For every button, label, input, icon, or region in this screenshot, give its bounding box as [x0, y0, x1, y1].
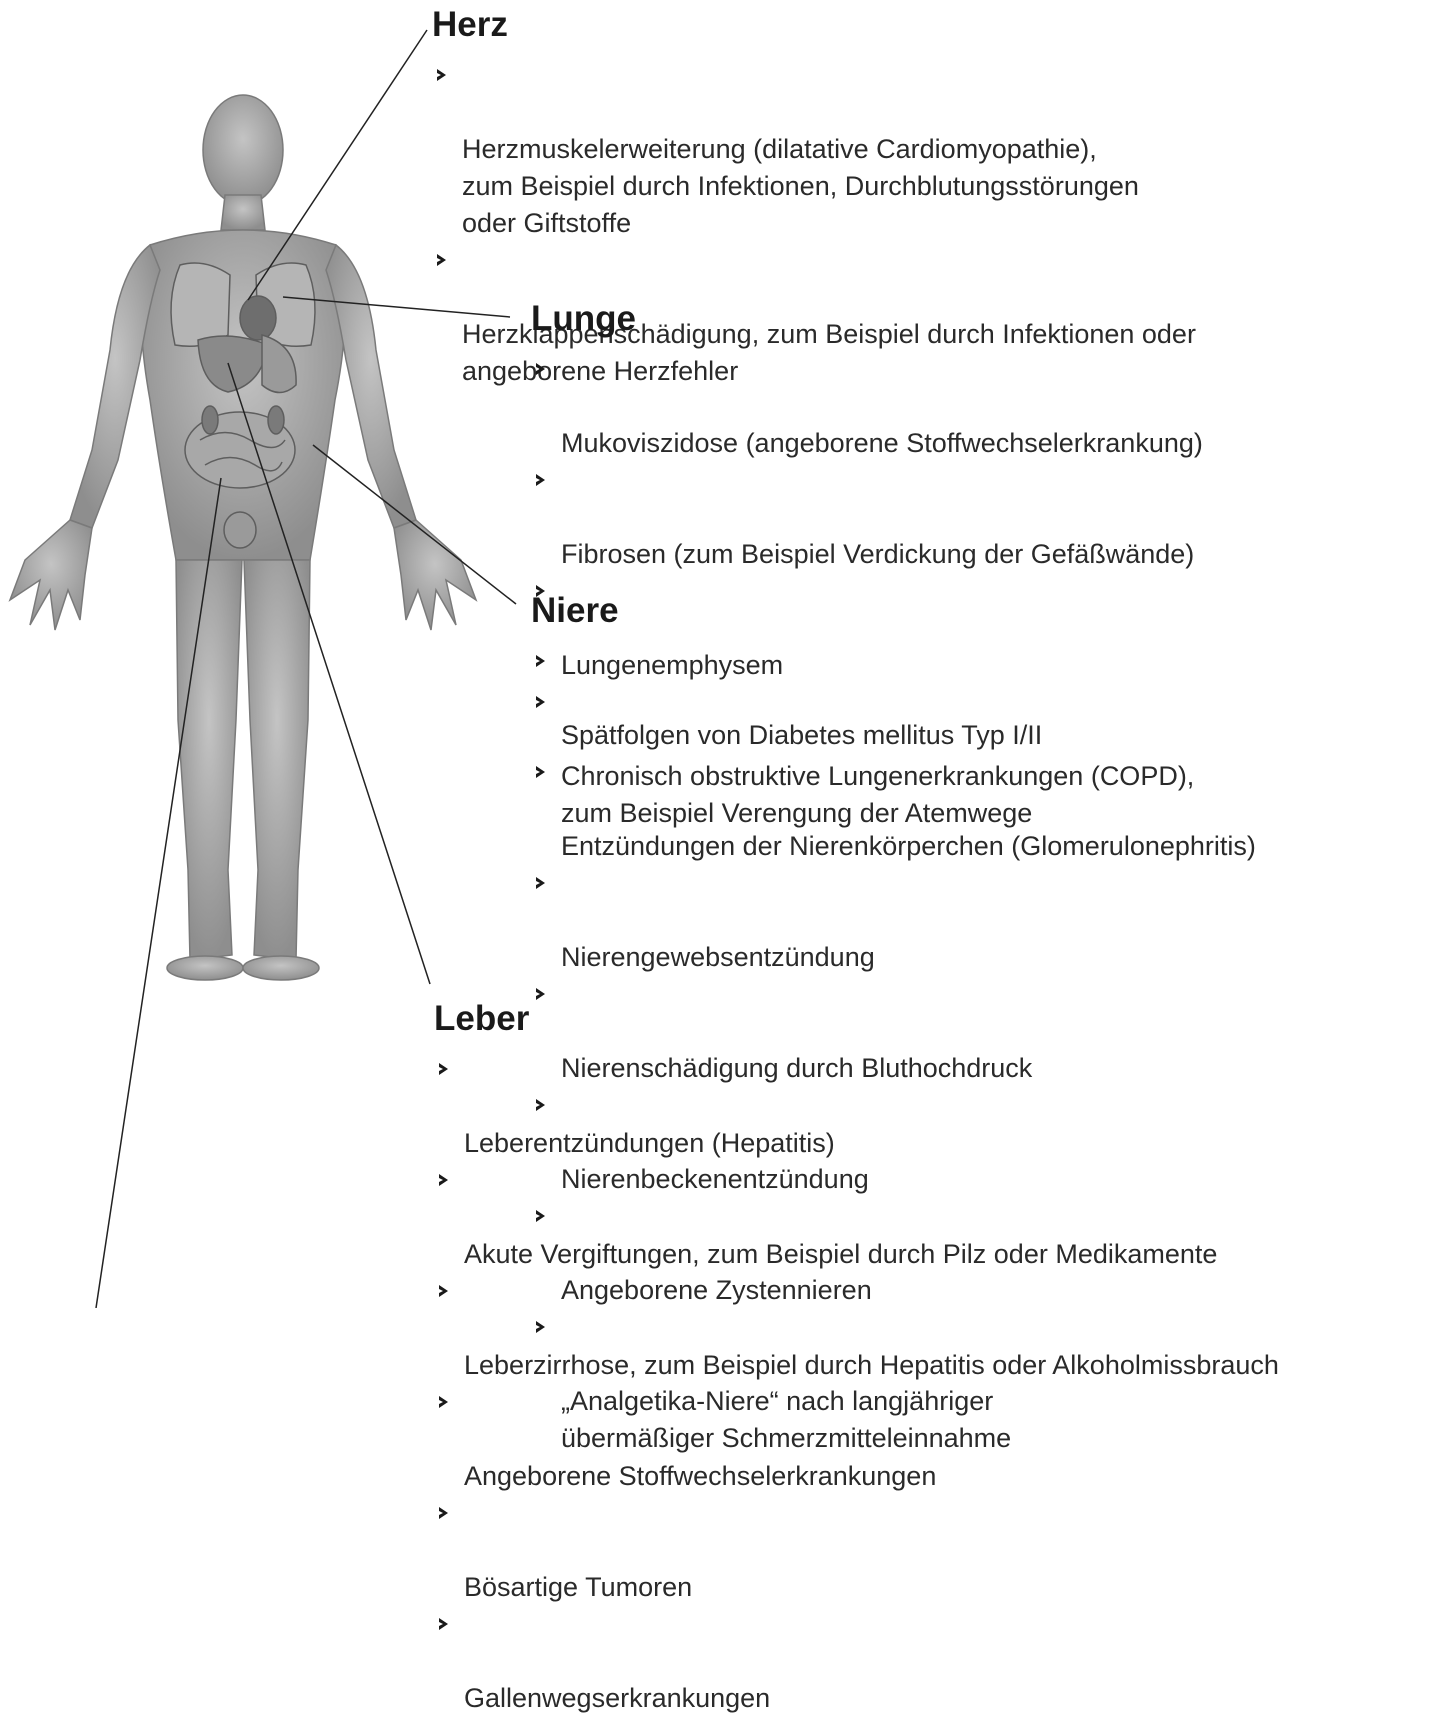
chevron-right-icon	[533, 472, 549, 488]
list-item-text: Akute Vergiftungen, zum Beispiel durch P…	[464, 1239, 1217, 1269]
chevron-right-icon	[533, 875, 549, 891]
chevron-right-icon	[436, 1394, 452, 1410]
section-leber: Leber Leberentzündungen (Hepatitis) Akut…	[434, 1000, 1279, 1717]
list-item: Bösartige Tumoren	[434, 1495, 1279, 1606]
list-item-text: Bösartige Tumoren	[464, 1572, 692, 1602]
list-item-text: Mukoviszidose (angeborene Stoffwechseler…	[561, 428, 1203, 458]
chevron-right-icon	[533, 764, 549, 780]
section-title-niere: Niere	[531, 592, 1256, 631]
list-item: Entzündungen der Nierenkörperchen (Glome…	[531, 754, 1256, 865]
chevron-right-icon	[434, 252, 450, 268]
list-item-text: Leberzirrhose, zum Beispiel durch Hepati…	[464, 1350, 1279, 1380]
list-item-text: Gallenwegserkrankungen	[464, 1683, 770, 1713]
chevron-right-icon	[533, 653, 549, 669]
chevron-right-icon	[436, 1505, 452, 1521]
chevron-right-icon	[436, 1061, 452, 1077]
list-item: Angeborene Stoffwechselerkrankungen	[434, 1384, 1279, 1495]
list-item: Nierengewebsentzündung	[531, 865, 1256, 976]
list-item-text: Nierengewebsentzündung	[561, 942, 875, 972]
list-item-text: Angeborene Stoffwechselerkrankungen	[464, 1461, 936, 1491]
chevron-right-icon	[434, 67, 450, 83]
list-item: Gallenwegserkrankungen	[434, 1606, 1279, 1717]
list-item: Akute Vergiftungen, zum Beispiel durch P…	[434, 1162, 1279, 1273]
list-item: Leberentzündungen (Hepatitis)	[434, 1051, 1279, 1162]
section-title-leber: Leber	[434, 1000, 1279, 1039]
organ-disease-diagram: Herz Herzmuskelerweiterung (dilatative C…	[0, 0, 1443, 1308]
disease-list-leber: Leberentzündungen (Hepatitis) Akute Verg…	[434, 1051, 1279, 1717]
list-item-text: Spätfolgen von Diabetes mellitus Typ I/I…	[561, 720, 1042, 750]
list-item: Leberzirrhose, zum Beispiel durch Hepati…	[434, 1273, 1279, 1384]
list-item: Spätfolgen von Diabetes mellitus Typ I/I…	[531, 643, 1256, 754]
list-item-text: Fibrosen (zum Beispiel Verdickung der Ge…	[561, 539, 1194, 569]
chevron-right-icon	[436, 1616, 452, 1632]
list-item-text: Leberentzündungen (Hepatitis)	[464, 1128, 835, 1158]
section-title-herz: Herz	[432, 6, 1196, 45]
section-title-lunge: Lunge	[531, 300, 1203, 339]
chevron-right-icon	[533, 361, 549, 377]
chevron-right-icon	[436, 1283, 452, 1299]
list-item-text: Herzmuskelerweiterung (dilatative Cardio…	[462, 134, 1139, 238]
list-item: Fibrosen (zum Beispiel Verdickung der Ge…	[531, 462, 1203, 573]
chevron-right-icon	[436, 1172, 452, 1188]
list-item: Herzmuskelerweiterung (dilatative Cardio…	[432, 57, 1196, 242]
list-item-text: Entzündungen der Nierenkörperchen (Glome…	[561, 831, 1256, 861]
list-item: Mukoviszidose (angeborene Stoffwechseler…	[531, 351, 1203, 462]
